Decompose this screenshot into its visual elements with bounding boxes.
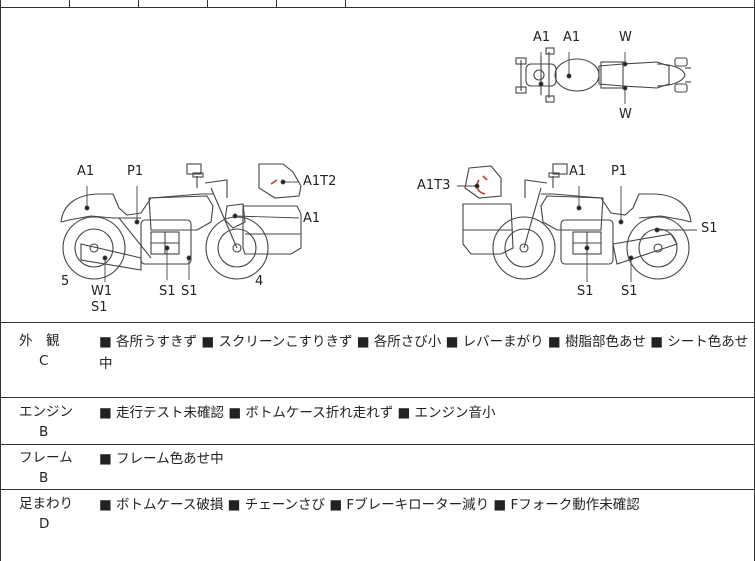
section-exterior: 外 観 C ■ 各所うすきず ■ スクリーンこすりきず ■ 各所さび小 ■ レバ… xyxy=(1,323,754,398)
section-suspension: 足まわり D ■ ボトムケース破損 ■ チェーンさび ■ Fブレーキローター減り… xyxy=(1,491,754,561)
label-right-s1-b: S1 xyxy=(621,284,638,299)
left-view-motorcycle xyxy=(60,163,302,280)
label-left-s1-a: S1 xyxy=(159,284,176,299)
label-left-5: 5 xyxy=(61,274,70,289)
section-engine: エンジン B ■ 走行テスト未確認 ■ ボトムケース折れ走れず ■ エンジン音小 xyxy=(1,399,754,445)
label-right-p1: P1 xyxy=(611,164,628,179)
right-view-motorcycle xyxy=(462,163,692,280)
category-grade: D xyxy=(39,516,50,532)
label-top-a1-left: A1 xyxy=(533,30,551,45)
label-right-s1-side: S1 xyxy=(701,221,718,236)
category-name: エンジン xyxy=(19,404,73,420)
section-category: フレーム B xyxy=(1,448,91,488)
label-right-s1-a: S1 xyxy=(577,284,594,299)
label-top-a1-right: A1 xyxy=(563,30,581,45)
section-description: ■ 各所うすきず ■ スクリーンこすりきず ■ 各所さび小 ■ レバーまがり ■… xyxy=(99,334,749,372)
damage-diagram: A1 A1 W W A1 P1 A1T2 A1 5 W1 S1 S1 S1 4 … xyxy=(1,8,754,323)
damage-marks xyxy=(270,175,488,195)
category-name: フレーム xyxy=(19,450,73,466)
label-right-a1t3: A1T3 xyxy=(417,178,451,193)
label-left-s1-b: S1 xyxy=(181,284,198,299)
label-top-w-lower: W xyxy=(619,107,632,122)
category-grade: B xyxy=(39,424,49,440)
section-description: ■ ボトムケース破損 ■ チェーンさび ■ Fブレーキローター減り ■ Fフォー… xyxy=(99,497,640,513)
label-left-p1: P1 xyxy=(127,164,144,179)
label-left-w1: W1 xyxy=(91,284,113,299)
header-row-cut xyxy=(1,0,754,8)
category-grade: C xyxy=(39,353,49,369)
section-category: 外 観 C xyxy=(1,331,91,371)
label-left-a1-side: A1 xyxy=(303,211,321,226)
section-description: ■ フレーム色あせ中 xyxy=(99,451,224,467)
label-right-a1: A1 xyxy=(569,164,587,179)
label-left-s1-bottom: S1 xyxy=(91,300,108,315)
category-name: 外 観 xyxy=(19,333,60,349)
label-left-4: 4 xyxy=(255,274,264,289)
section-category: 足まわり D xyxy=(1,494,91,534)
label-left-a1t2: A1T2 xyxy=(303,174,337,189)
section-category: エンジン B xyxy=(1,402,91,442)
section-frame: フレーム B ■ フレーム色あせ中 xyxy=(1,446,754,490)
section-description: ■ 走行テスト未確認 ■ ボトムケース折れ走れず ■ エンジン音小 xyxy=(99,405,496,421)
leader-lines xyxy=(84,52,697,282)
category-grade: B xyxy=(39,470,49,486)
category-name: 足まわり xyxy=(19,496,73,512)
label-left-a1: A1 xyxy=(77,164,95,179)
label-top-w-upper: W xyxy=(619,30,632,45)
top-view-motorcycle xyxy=(515,47,691,103)
motorcycle-illustrations xyxy=(60,47,697,282)
